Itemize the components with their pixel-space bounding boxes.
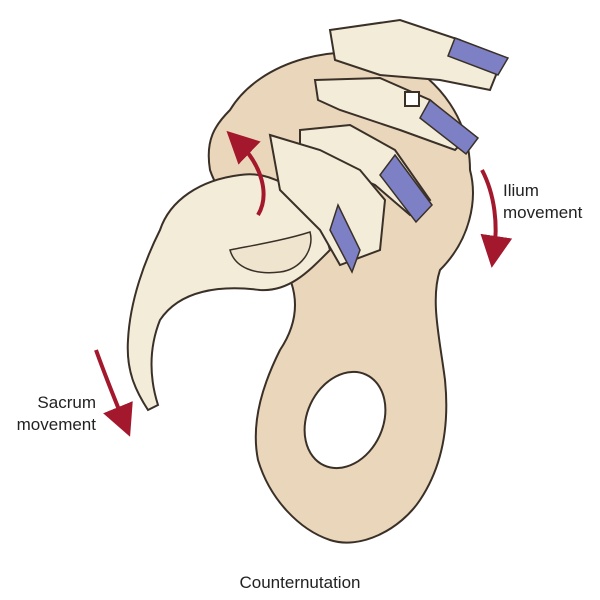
sacrum-movement-label: Sacrum movement (0, 392, 96, 436)
ilium-movement-label: Ilium movement (503, 180, 582, 224)
sacrum-label-line1: Sacrum (37, 393, 96, 412)
sacrum-bone (126, 173, 332, 412)
ilium-label-line2: movement (503, 203, 583, 222)
sacrum-movement-arrow (94, 349, 133, 437)
obturator-foramen (303, 370, 387, 470)
intervertebral-discs (329, 37, 510, 274)
ilium-label-line1: Ilium (503, 181, 539, 200)
sacrum-rotation-arrow (226, 130, 266, 217)
ilium-movement-arrow (480, 169, 513, 268)
caption: Counternutation (239, 573, 361, 592)
sacrum-label-line2: movement (16, 415, 96, 434)
